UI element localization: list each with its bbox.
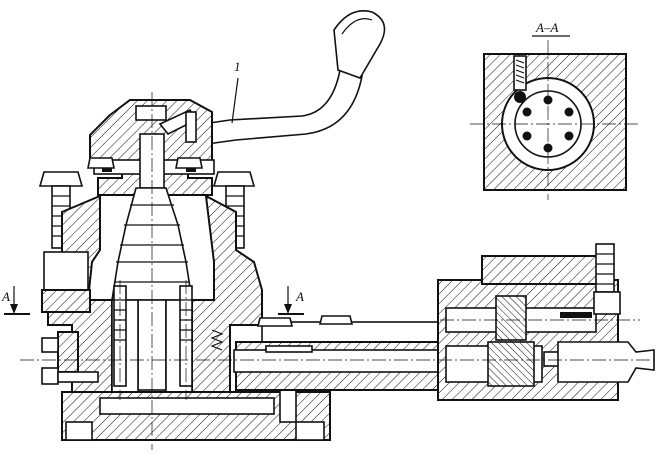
main-body [41, 194, 263, 393]
lever-handle [174, 10, 386, 149]
section-cut-markers [4, 286, 304, 315]
section-view-title: A–A [536, 20, 559, 35]
detent-plunger [513, 55, 527, 103]
section-cut-label-right: A [296, 289, 304, 304]
section-cut-label-left: A [2, 289, 10, 304]
horizontal-arm [233, 315, 447, 391]
section-view-a-a [470, 35, 640, 200]
right-mechanism [437, 243, 655, 401]
part-callout-label: 1 [234, 59, 241, 74]
side-screws [41, 331, 99, 385]
center-lines [20, 92, 656, 450]
base-plate [61, 385, 331, 441]
indexing-holes [522, 95, 574, 153]
